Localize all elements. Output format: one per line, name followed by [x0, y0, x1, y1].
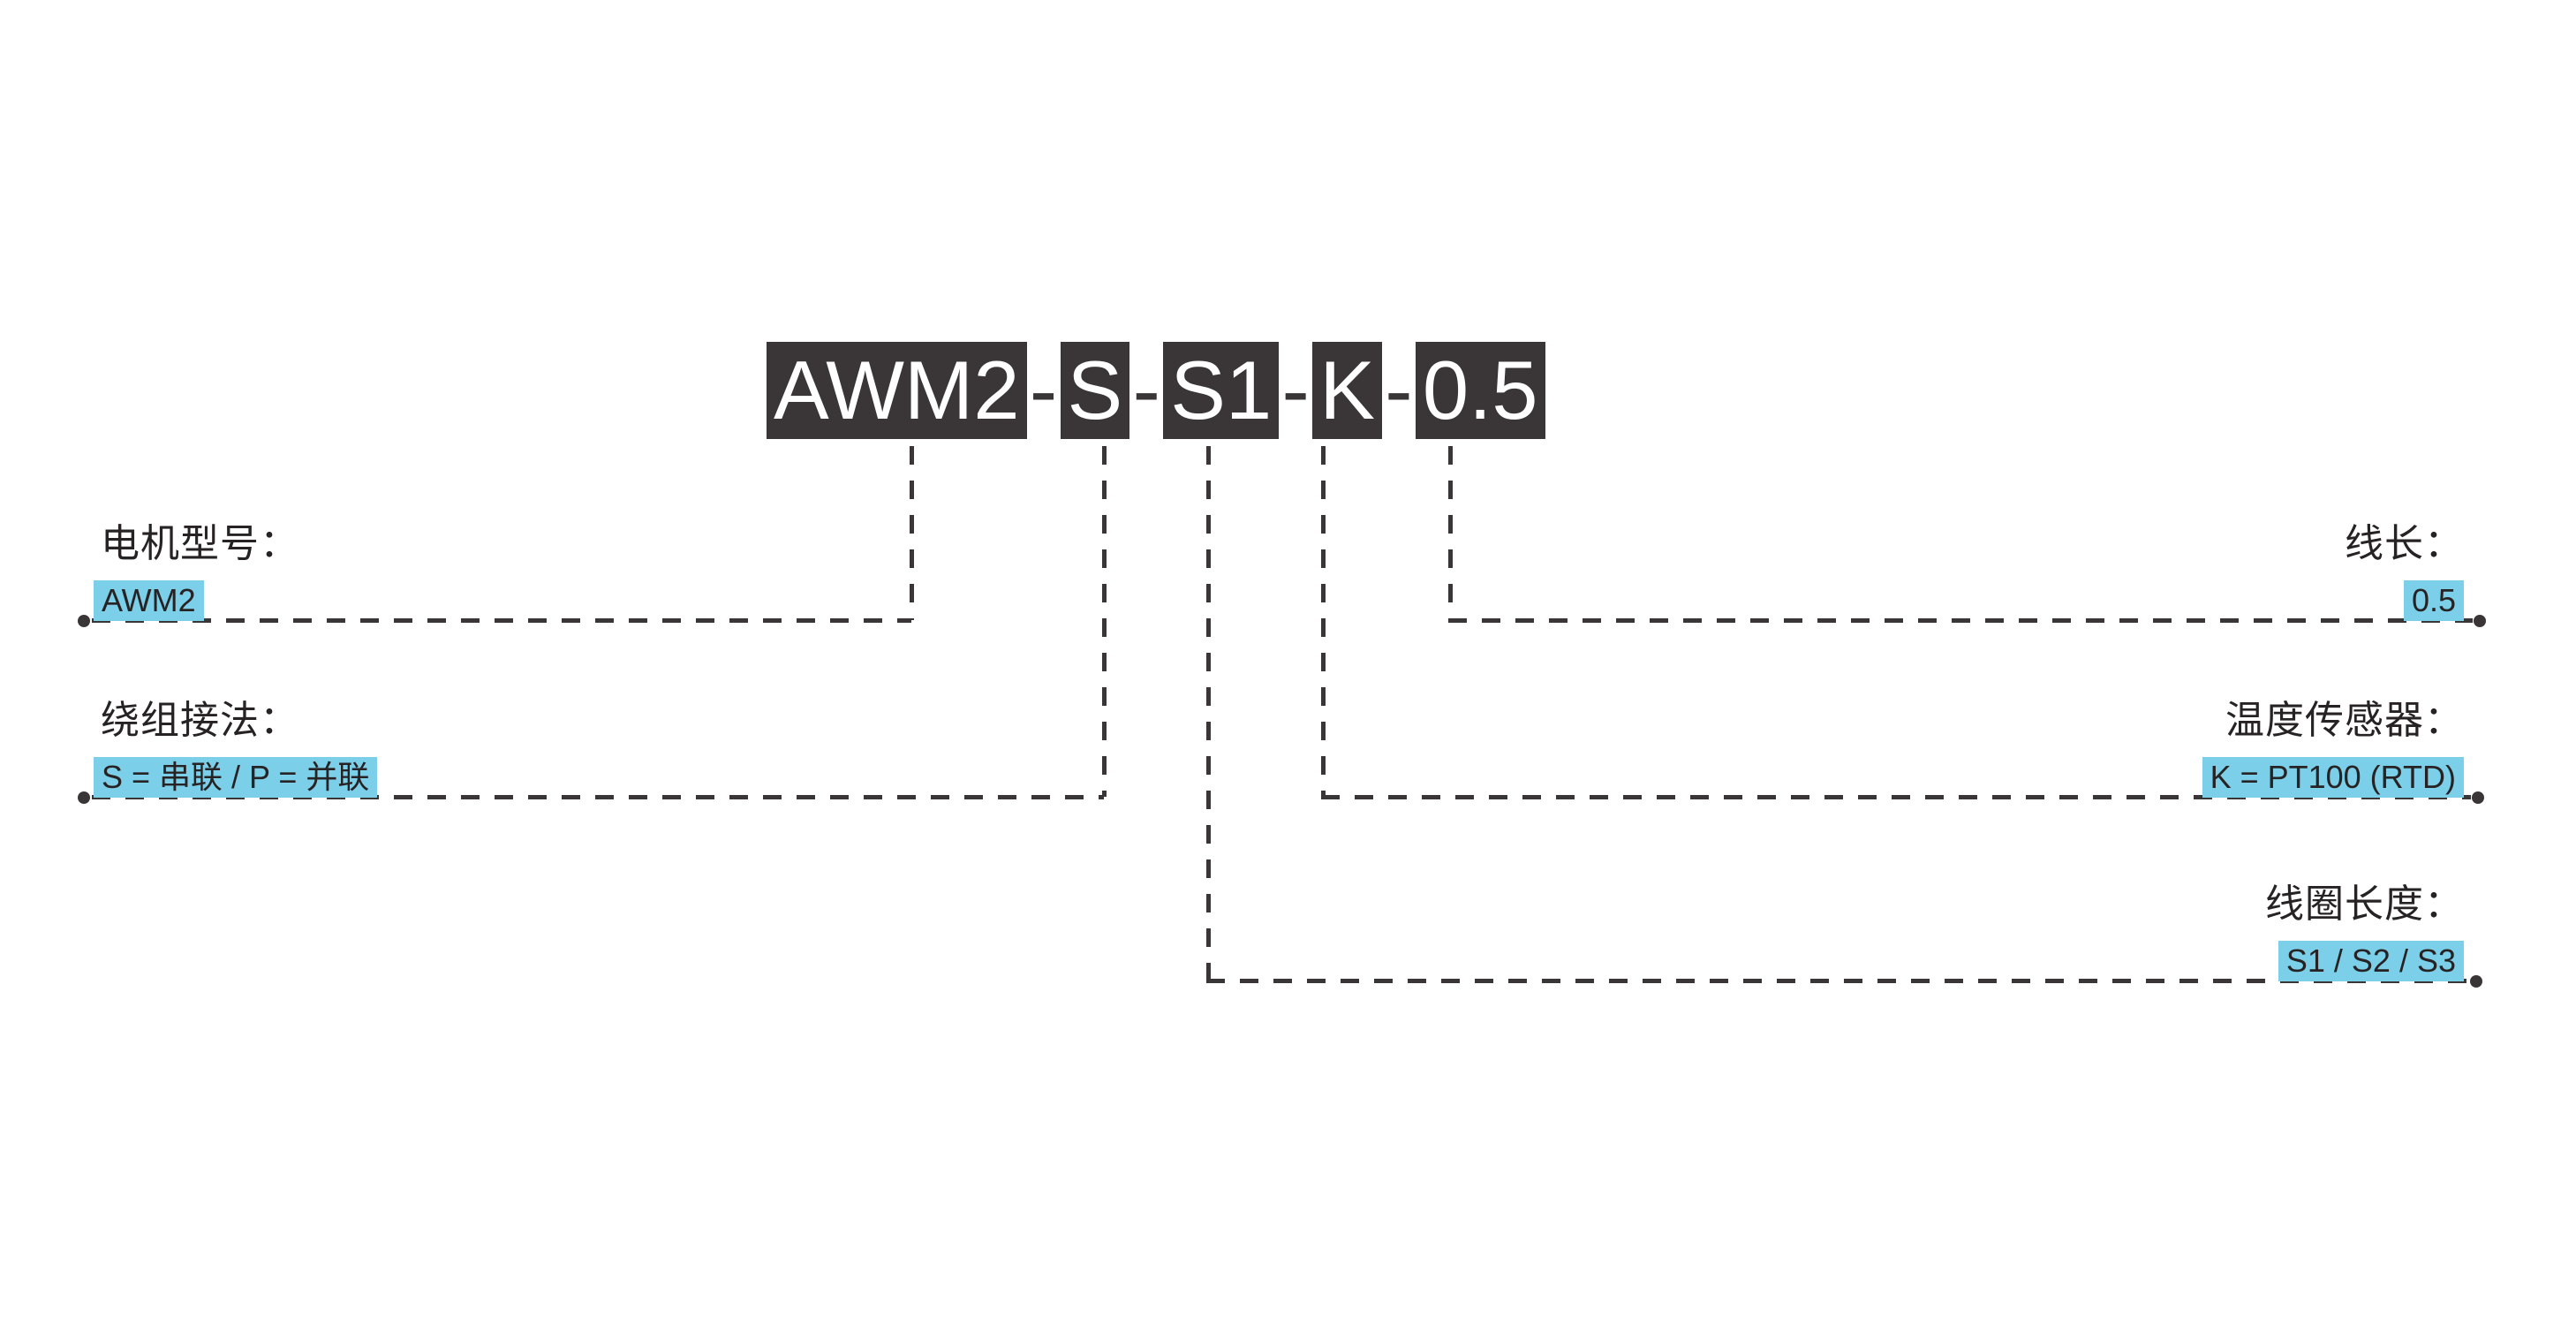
- connector-vertical-sensor: [1321, 446, 1326, 797]
- label-title-cable-length: 线长：: [2345, 522, 2464, 565]
- code-separator: -: [1385, 344, 1413, 436]
- label-title-winding-connection: 绕组接法：: [101, 699, 299, 742]
- connector-endpoint-dot: [78, 615, 90, 627]
- connector-horizontal-coil-length: [1206, 979, 2469, 983]
- connector-vertical-model: [910, 446, 914, 620]
- label-value-winding-connection: S = 串联 / P = 并联: [94, 757, 378, 798]
- code-separator: -: [1029, 344, 1058, 436]
- code-segment-coil-length: S1: [1163, 342, 1280, 439]
- label-value-cable-length: 0.5: [2403, 580, 2464, 621]
- connector-endpoint-dot: [2470, 975, 2482, 988]
- code-segment-winding: S: [1060, 342, 1130, 439]
- connector-horizontal-sensor: [1321, 795, 2471, 799]
- connector-horizontal-model: [92, 618, 911, 623]
- connector-vertical-cable-length: [1448, 446, 1453, 620]
- model-code: AWM2 - S - S1 - K - 0.5: [767, 342, 1545, 439]
- connector-vertical-coil-length: [1206, 446, 1211, 980]
- code-segment-cable-length: 0.5: [1415, 342, 1545, 439]
- code-segment-sensor: K: [1312, 342, 1382, 439]
- label-value-motor-model: AWM2: [94, 580, 204, 621]
- label-title-motor-model: 电机型号：: [101, 522, 299, 565]
- code-separator: -: [1132, 344, 1160, 436]
- label-value-coil-length: S1 / S2 / S3: [2278, 941, 2464, 981]
- connector-endpoint-dot: [2474, 615, 2486, 627]
- label-title-temperature-sensor: 温度传感器：: [2225, 699, 2464, 742]
- connector-vertical-winding: [1102, 446, 1107, 797]
- connector-endpoint-dot: [78, 791, 90, 804]
- code-segment-model: AWM2: [767, 342, 1027, 439]
- connector-horizontal-winding: [92, 795, 1104, 799]
- connector-endpoint-dot: [2472, 791, 2484, 804]
- connector-horizontal-cable-length: [1448, 618, 2473, 623]
- code-separator: -: [1281, 344, 1310, 436]
- label-value-temperature-sensor: K = PT100 (RTD): [2202, 757, 2464, 798]
- label-title-coil-length: 线圈长度：: [2265, 882, 2464, 926]
